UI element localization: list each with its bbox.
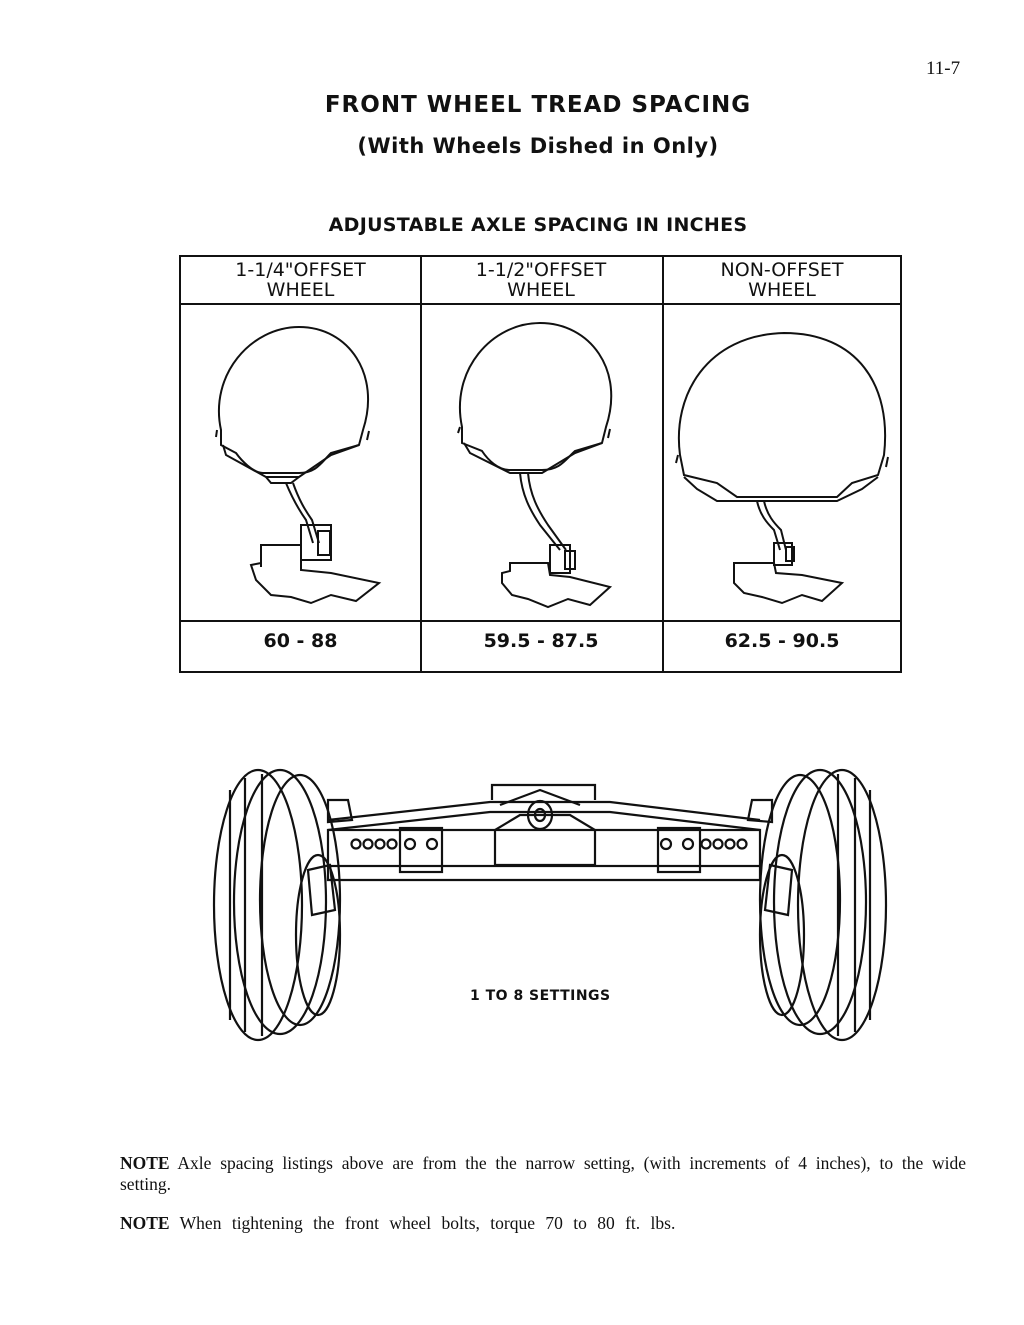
front-axle-illustration: [200, 760, 900, 1050]
column-header-line1: NON-OFFSET: [720, 259, 844, 281]
note-label: NOTE: [120, 1213, 170, 1233]
page-number: 11-7: [926, 58, 961, 79]
wheel-offset-illustration: [181, 305, 420, 622]
axle-settings-label: 1 TO 8 SETTINGS: [470, 988, 611, 1004]
column-header: 1-1/2"OFFSET WHEEL: [420, 257, 662, 305]
wheel-offset-illustration: [662, 305, 902, 622]
column-header-line2: WHEEL: [748, 279, 816, 301]
note-axle-spacing: NOTE Axle spacing listings above are fro…: [120, 1153, 966, 1195]
page-title: FRONT WHEEL TREAD SPACING: [324, 92, 752, 118]
column-header: 1-1/4"OFFSET WHEEL: [181, 257, 420, 305]
note-text: When tightening the front wheel bolts, t…: [169, 1213, 676, 1233]
table-column-offset-1-1-4: 1-1/4"OFFSET WHEEL 60 - 88: [181, 257, 422, 671]
column-header-line1: 1-1/2"OFFSET: [475, 259, 607, 281]
page-subtitle: (With Wheels Dished in Only): [357, 134, 719, 158]
spacing-value: 59.5 - 87.5: [483, 630, 599, 652]
table-heading: ADJUSTABLE AXLE SPACING IN INCHES: [328, 214, 748, 236]
note-label: NOTE: [120, 1153, 170, 1173]
wheel-offset-illustration: [420, 305, 662, 622]
column-header: NON-OFFSET WHEEL: [662, 257, 902, 305]
note-text: Axle spacing listings above are from the…: [120, 1153, 966, 1194]
column-header-line1: 1-1/4"OFFSET: [235, 259, 366, 281]
non-offset-wheel-diagram-icon: [675, 331, 889, 605]
spacing-value: 62.5 - 90.5: [724, 630, 840, 652]
axle-spacing-table: 1-1/4"OFFSET WHEEL 60 - 88: [179, 255, 902, 673]
spacing-value: 60 - 88: [263, 630, 338, 652]
column-header-line2: WHEEL: [507, 279, 575, 301]
offset-wheel-diagram-icon: [215, 325, 382, 605]
front-axle-diagram-icon: [212, 768, 888, 1042]
table-column-offset-1-1-2: 1-1/2"OFFSET WHEEL 59.5 - 87.5: [420, 257, 664, 671]
offset-wheel-diagram-icon: [457, 321, 613, 609]
note-torque: NOTE When tightening the front wheel bol…: [120, 1213, 966, 1234]
table-column-non-offset: NON-OFFSET WHEEL 62.5 - 90.5: [662, 257, 902, 671]
column-header-line2: WHEEL: [266, 279, 335, 301]
